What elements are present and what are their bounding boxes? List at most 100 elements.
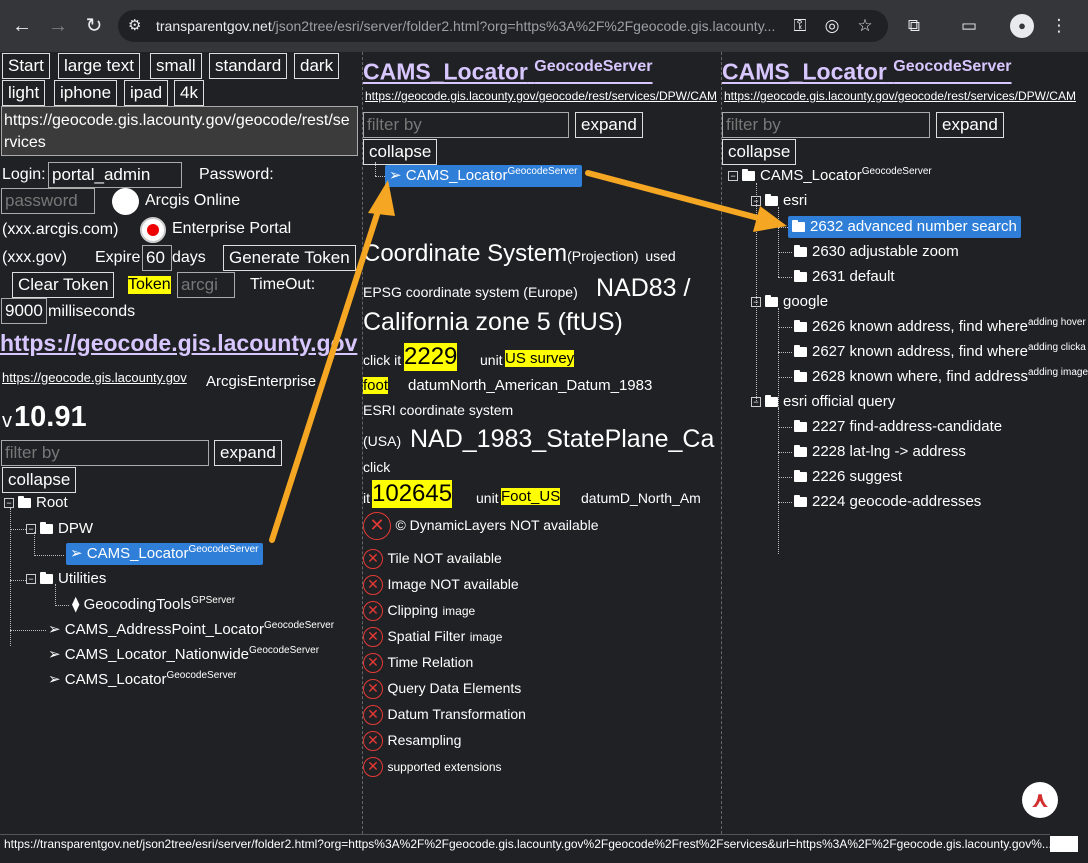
preset-standard-button[interactable]: standard bbox=[209, 53, 288, 79]
reload-icon[interactable]: ↻ bbox=[85, 15, 103, 37]
filter-input[interactable]: filter by bbox=[363, 112, 569, 138]
folder-icon bbox=[794, 370, 807, 383]
preset-dark-button[interactable]: dark bbox=[294, 53, 340, 79]
tree-node-cams-locator[interactable]: ➢ CAMS_LocatorGeocodeServer bbox=[48, 670, 237, 688]
tree-node-root[interactable]: −Root bbox=[4, 492, 68, 514]
folder-icon bbox=[794, 470, 807, 483]
arcgis-domain-label: (xxx.arcgis.com) bbox=[2, 221, 119, 238]
tree-node-utilities[interactable]: −Utilities bbox=[26, 568, 106, 590]
folder-icon bbox=[40, 522, 53, 535]
expire-input[interactable]: 60 bbox=[142, 245, 172, 271]
tree-node-addresspoint-locator[interactable]: ➢ CAMS_AddressPoint_LocatorGeocodeServer bbox=[48, 620, 335, 638]
enterprise-portal-radio[interactable] bbox=[140, 217, 166, 243]
preset-small-button[interactable]: small bbox=[150, 53, 202, 79]
arcgis-online-radio[interactable] bbox=[112, 188, 139, 215]
menu-icon[interactable]: ⋮ bbox=[1050, 16, 1068, 35]
folder-icon bbox=[765, 395, 778, 408]
folder-icon bbox=[18, 496, 31, 509]
clear-token-button[interactable]: Clear Token bbox=[12, 272, 115, 298]
epsg-name-line1: NAD83 / bbox=[596, 274, 691, 302]
click-it-label: click it bbox=[363, 352, 402, 368]
expire-label: Expire bbox=[95, 249, 141, 266]
address-bar[interactable]: ⚙ transparentgov.net/json2tree/esri/serv… bbox=[118, 10, 888, 42]
service-url-link[interactable]: https://geocode.gis.lacounty.gov/geocode… bbox=[724, 89, 1076, 103]
tree-node-default[interactable]: 2631 default bbox=[794, 266, 895, 288]
tree-node-esri-official-query[interactable]: −esri official query bbox=[751, 391, 895, 413]
token-input[interactable]: arcgi bbox=[177, 272, 235, 298]
capability-item: ✕ Resampling bbox=[363, 731, 461, 751]
capability-item: ✕ Query Data Elements bbox=[363, 679, 521, 699]
address-bar-url[interactable]: transparentgov.net/json2tree/esri/server… bbox=[156, 18, 776, 34]
expand-button[interactable]: expand bbox=[936, 112, 1004, 138]
server-home-link[interactable]: https://geocode.gis.lacounty.gov bbox=[0, 330, 358, 356]
locator-icon: ➢ bbox=[389, 167, 406, 184]
preset-iphone-button[interactable]: iphone bbox=[54, 80, 118, 106]
expand-button[interactable]: expand bbox=[214, 440, 282, 466]
service-url-link[interactable]: https://geocode.gis.lacounty.gov/geocode… bbox=[365, 89, 717, 103]
generate-token-button[interactable]: Generate Token bbox=[223, 245, 356, 271]
folder-icon bbox=[792, 220, 805, 233]
datum-label-2: datumD_North_Am bbox=[581, 490, 701, 506]
filter-input[interactable]: filter by bbox=[722, 112, 930, 138]
tree-node-dpw[interactable]: −DPW bbox=[26, 518, 93, 540]
epsg-wkid-link[interactable]: 2229 bbox=[404, 343, 458, 371]
preset-large-text-button[interactable]: large text bbox=[58, 53, 140, 79]
server-url-textarea[interactable]: https://geocode.gis.lacounty.gov/geocode… bbox=[1, 106, 358, 156]
capability-item: ✕ supported extensions bbox=[363, 757, 502, 777]
star-icon[interactable]: ☆ bbox=[857, 16, 873, 35]
esri-wkid-link[interactable]: 102645 bbox=[372, 480, 453, 508]
password-input[interactable]: password bbox=[1, 188, 95, 214]
tree-node-find-address-candidate[interactable]: 2227 find-address-candidate bbox=[794, 416, 1002, 438]
status-bar-url: https://transparentgov.net/json2tree/esr… bbox=[0, 834, 1050, 853]
folder-icon bbox=[40, 572, 53, 585]
tree-node-google[interactable]: −google bbox=[751, 291, 828, 313]
folder-icon bbox=[765, 295, 778, 308]
pdf-icon[interactable]: ⋏ bbox=[1022, 782, 1058, 818]
login-input[interactable]: portal_admin bbox=[48, 162, 182, 188]
timeout-label: TimeOut: bbox=[250, 276, 316, 293]
forward-icon[interactable]: → bbox=[48, 15, 68, 37]
key-icon[interactable]: ⚿ bbox=[793, 16, 807, 35]
tree-node-google-image[interactable]: 2628 known where, find addressadding ima… bbox=[794, 366, 1088, 388]
right-panel: CAMS_Locator GeocodeServer https://geoco… bbox=[721, 52, 1088, 834]
preset-ipad-button[interactable]: ipad bbox=[124, 80, 169, 106]
cast-icon[interactable]: ▭ bbox=[960, 16, 978, 35]
locator-icon: ➢ bbox=[48, 646, 65, 663]
filter-input[interactable]: filter by bbox=[1, 440, 209, 466]
tree-node-cams-locator-selected[interactable]: ➢ CAMS_LocatorGeocodeServer bbox=[66, 543, 263, 565]
folder-icon bbox=[765, 194, 778, 207]
tree-node-geocode-addresses[interactable]: 2224 geocode-addresses bbox=[794, 491, 981, 513]
service-title-link[interactable]: CAMS_Locator GeocodeServer bbox=[722, 58, 1012, 85]
click-label: click bbox=[363, 459, 391, 475]
tree-node-lat-lng[interactable]: 2228 lat-lng -> address bbox=[794, 441, 966, 463]
collapse-button[interactable]: collapse bbox=[363, 139, 438, 165]
preset-4k-button[interactable]: 4k bbox=[174, 80, 204, 106]
eye-off-icon[interactable]: ◎ bbox=[824, 16, 840, 35]
timeout-input[interactable]: 9000 bbox=[1, 298, 47, 324]
tree-node-geocodingtools[interactable]: ⧫ GeocodingToolsGPServer bbox=[72, 595, 236, 613]
tree-node-suggest[interactable]: 2226 suggest bbox=[794, 466, 902, 488]
service-title-link[interactable]: CAMS_Locator GeocodeServer bbox=[363, 58, 653, 85]
tree-node-google-click[interactable]: 2627 known address, find whereadding cli… bbox=[794, 341, 1086, 363]
tree-node-nationwide-locator[interactable]: ➢ CAMS_Locator_NationwideGeocodeServer bbox=[48, 645, 320, 663]
tree-node-advanced-number-search[interactable]: 2632 advanced number search bbox=[788, 216, 1021, 238]
enterprise-portal-label: Enterprise Portal bbox=[172, 220, 292, 237]
preset-light-button[interactable]: light bbox=[2, 80, 46, 106]
collapse-button[interactable]: collapse bbox=[2, 467, 77, 493]
tree-node-adjustable-zoom[interactable]: 2630 adjustable zoom bbox=[794, 241, 959, 263]
tree-node-cams-locator[interactable]: −CAMS_LocatorGeocodeServer bbox=[728, 165, 932, 187]
tree-node-google-hover[interactable]: 2626 known address, find whereadding hov… bbox=[794, 316, 1086, 338]
back-icon[interactable]: ← bbox=[12, 15, 32, 37]
collapse-button[interactable]: collapse bbox=[722, 139, 797, 165]
expand-button[interactable]: expand bbox=[575, 112, 643, 138]
preset-start-button[interactable]: Start bbox=[2, 53, 50, 79]
server-small-link[interactable]: https://geocode.gis.lacounty.gov bbox=[2, 370, 187, 385]
error-x-icon: ✕ bbox=[363, 549, 383, 569]
extensions-icon[interactable]: ⧉ bbox=[907, 16, 921, 35]
tree-node-cams-locator-selected[interactable]: ➢ CAMS_LocatorGeocodeServer bbox=[385, 165, 582, 187]
error-x-icon: ✕ bbox=[363, 601, 383, 621]
unit-label: unit bbox=[480, 352, 503, 368]
profile-avatar[interactable]: ● bbox=[1010, 14, 1034, 38]
site-info-icon[interactable]: ⚙ bbox=[128, 17, 142, 34]
tree-node-esri[interactable]: −esri bbox=[751, 190, 807, 212]
